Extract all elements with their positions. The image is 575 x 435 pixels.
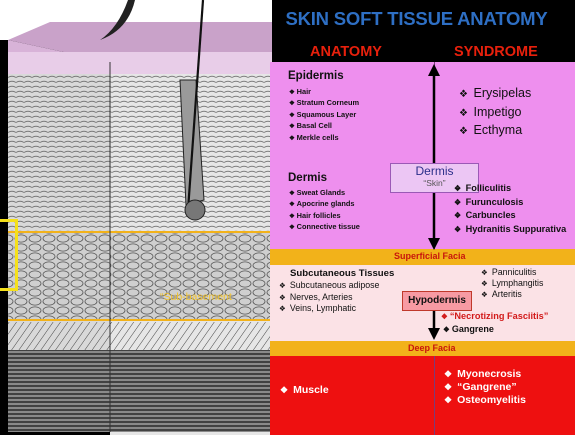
list-item: Sweat Glands xyxy=(289,188,360,199)
list-item: Hydranitis Suppurativa xyxy=(454,223,566,237)
list-item: Carbuncles xyxy=(454,209,566,223)
superficial-facia-band: Superficial Facia xyxy=(270,249,575,265)
list-item: Connective tissue xyxy=(289,222,360,233)
gangrene-label: ❖ Gangrene xyxy=(443,324,494,334)
epidermis-list: Hair Stratum Corneum Squamous Layer Basa… xyxy=(289,87,359,144)
sub-basement-label: “Sub-basement xyxy=(160,291,232,303)
subcutaneous-syndromes: Panniculitis Lymphangitis Arteritis xyxy=(481,267,543,300)
epidermis-heading: Epidermis xyxy=(288,70,344,82)
epidermis-syndromes: Erysipelas Impetigo Ecthyma xyxy=(459,85,531,141)
deep-facia-band: Deep Facia xyxy=(270,341,575,356)
skin-cross-section-illustration xyxy=(0,0,272,435)
list-item: Subcutaneous adipose xyxy=(279,280,379,292)
list-item: Folliculitis xyxy=(454,182,566,196)
subcutaneous-heading: Subcutaneous Tissues xyxy=(290,268,394,279)
list-item: Erysipelas xyxy=(459,85,531,104)
list-item: Squamous Layer xyxy=(289,110,359,121)
deep-facia-label: Deep Facia xyxy=(408,343,456,353)
list-item: Panniculitis xyxy=(481,267,543,278)
list-item: Veins, Lymphatic xyxy=(279,303,379,315)
dermis-list: Sweat Glands Apocrine glands Hair follic… xyxy=(289,188,360,234)
column-divider xyxy=(434,356,435,435)
dermis-box-label: Dermis xyxy=(391,164,478,178)
muscle-label: Muscle xyxy=(280,384,329,397)
list-item: Apocrine glands xyxy=(289,199,360,210)
list-item: Furunculosis xyxy=(454,196,566,210)
muscle-label-group: Muscle xyxy=(280,384,329,397)
list-item: Arteritis xyxy=(481,289,543,300)
dermis-syndromes: Folliculitis Furunculosis Carbuncles Hyd… xyxy=(454,182,566,236)
necrotizing-fasciitis-label: ❖ “Necrotizing Fasciitis” xyxy=(441,311,548,321)
list-item: Ecthyma xyxy=(459,122,531,141)
layer-bracket xyxy=(0,219,18,291)
subcutaneous-list: Subcutaneous adipose Nerves, Arteries Ve… xyxy=(279,280,379,315)
list-item: Myonecrosis xyxy=(444,368,526,381)
list-item: Hair follicles xyxy=(289,211,360,222)
list-item: Hair xyxy=(289,87,359,98)
list-item: Merkle cells xyxy=(289,133,359,144)
page-title: SKIN SOFT TISSUE ANATOMY xyxy=(258,8,575,30)
syndrome-column-header: SYNDROME xyxy=(454,44,538,60)
list-item: Impetigo xyxy=(459,104,531,123)
list-item: “Gangrene” xyxy=(444,381,526,394)
gangrene-text: Gangrene xyxy=(452,324,494,334)
necrotizing-text: “Necrotizing Fasciitis” xyxy=(450,311,549,321)
list-item: Lymphangitis xyxy=(481,278,543,289)
anatomy-column-header: ANATOMY xyxy=(310,44,382,60)
muscle-syndromes: Myonecrosis “Gangrene” Osteomyelitis xyxy=(444,368,526,407)
list-item: Osteomyelitis xyxy=(444,394,526,407)
hypodermis-box: Hypodermis xyxy=(402,291,472,311)
list-item: Nerves, Arteries xyxy=(279,292,379,304)
list-item: Basal Cell xyxy=(289,121,359,132)
dermis-heading: Dermis xyxy=(288,172,327,184)
list-item: Stratum Corneum xyxy=(289,98,359,109)
